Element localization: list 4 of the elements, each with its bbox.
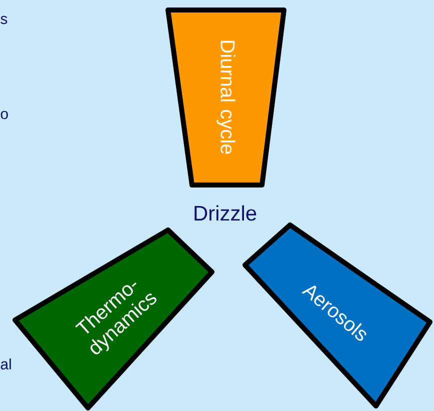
- label-text: Drizzle: [194, 205, 256, 221]
- trapezoid-box: Diurnal cycle: [166, 8, 286, 188]
- label-text: s: [0, 16, 8, 24]
- label-text: o: [0, 110, 8, 120]
